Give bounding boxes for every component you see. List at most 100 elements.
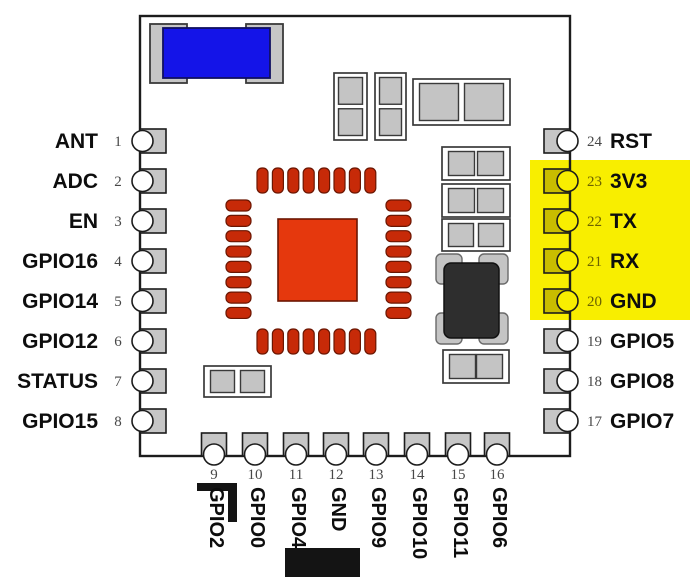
red-pad [302, 167, 315, 194]
pin-number: 22 [587, 214, 602, 230]
pin-castellation [131, 409, 154, 433]
pin-number: 18 [587, 374, 602, 390]
pin-label: ADC [53, 170, 99, 193]
pin-label: TX [610, 210, 637, 233]
red-pad [385, 291, 412, 304]
pin-castellation [556, 409, 579, 433]
pin-label: GPIO6 [488, 487, 510, 548]
red-pad [256, 167, 269, 194]
pin-left-gpio14: 5 GPIO14 [22, 288, 167, 314]
pin-number: 10 [248, 467, 263, 483]
pin-castellation [485, 443, 509, 466]
pin-castellation [556, 289, 579, 313]
pin-number: 16 [490, 467, 506, 483]
pin-castellation [284, 443, 308, 466]
pin-castellation [131, 329, 154, 353]
pin-label: GPIO11 [449, 487, 471, 558]
passive-pad [475, 353, 504, 380]
annotation-marks [197, 483, 360, 577]
passive-pad [477, 222, 505, 248]
pin-number: 8 [114, 414, 122, 430]
red-pad [225, 245, 252, 258]
pin-number: 2 [114, 174, 122, 190]
pin-number: 24 [587, 134, 603, 150]
passive-pad [378, 108, 403, 137]
red-pad [385, 214, 412, 227]
red-pad [302, 328, 315, 355]
pin-label: GPIO16 [22, 250, 98, 273]
red-pad [287, 167, 300, 194]
pin-label: GPIO9 [367, 487, 389, 548]
passive-pad [239, 369, 266, 394]
pin-number: 5 [114, 294, 122, 310]
pin-label: GPIO7 [610, 410, 674, 433]
pin-label: GPIO14 [22, 290, 98, 313]
pin-left-gpio15: 8 GPIO15 [22, 408, 167, 434]
red-pad [318, 167, 331, 194]
pin-number: 1 [114, 134, 122, 150]
red-pad [364, 328, 377, 355]
passive-component [333, 72, 368, 141]
pin-number: 11 [289, 467, 303, 483]
red-pad [225, 276, 252, 289]
passive-component [441, 218, 511, 252]
passive-pad [418, 82, 460, 122]
red-pad [385, 245, 412, 258]
pin-castellation [364, 443, 388, 466]
red-pad [225, 199, 252, 212]
pin-right-tx: 22 TX [543, 208, 637, 234]
black-box-mark [285, 548, 360, 577]
passive-component [412, 78, 511, 126]
pin-castellation [405, 443, 429, 466]
red-pad [287, 328, 300, 355]
pin-castellation [556, 249, 579, 273]
module-outline [138, 14, 572, 458]
red-pad [385, 199, 412, 212]
pin-label: RST [610, 130, 652, 153]
pin-number: 7 [114, 374, 122, 390]
bracket-mark-vertical [228, 483, 237, 522]
pin-castellation [243, 443, 267, 466]
pin-castellation [556, 329, 579, 353]
passive-pad [447, 222, 475, 248]
pin-castellation [446, 443, 470, 466]
red-pad [225, 306, 252, 320]
pin-label: GPIO10 [408, 487, 430, 559]
pin-left-adc: 2 ADC [53, 168, 167, 194]
red-pad [271, 328, 284, 355]
red-pad [385, 230, 412, 243]
passive-pad [476, 187, 505, 214]
red-pad [348, 167, 361, 194]
pin-label: STATUS [17, 370, 98, 393]
pin-label: GPIO0 [246, 487, 268, 548]
bracket-mark-horizontal [197, 483, 237, 491]
pin-label: GPIO15 [22, 410, 98, 433]
pin-castellation [556, 369, 579, 393]
pin-number: 6 [114, 334, 122, 350]
pin-label: GPIO5 [610, 330, 675, 353]
pin-castellation [131, 289, 154, 313]
crystal-component [149, 23, 284, 84]
pin-castellation [131, 369, 154, 393]
red-pad [256, 328, 269, 355]
pin-number: 23 [587, 174, 602, 190]
pin-label: GPIO2 [205, 487, 227, 548]
pin-castellation [131, 249, 154, 273]
passive-pad [448, 353, 477, 380]
pin-number: 12 [329, 467, 344, 483]
red-pad [271, 167, 284, 194]
passive-pad [337, 108, 364, 137]
passive-pad [337, 76, 364, 105]
dark-chip [435, 253, 509, 345]
red-pad [318, 328, 331, 355]
passive-component [374, 72, 407, 141]
